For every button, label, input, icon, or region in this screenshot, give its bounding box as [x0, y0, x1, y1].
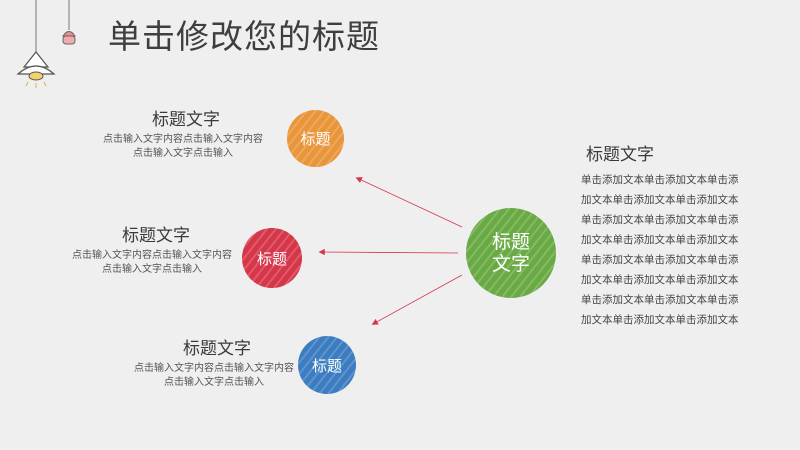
arrow-to-blue — [371, 274, 463, 325]
item-3-badge-label: 标题 — [311, 356, 342, 375]
arrow-to-red — [318, 248, 459, 256]
arrow-to-orange — [355, 177, 463, 228]
center-badge-label: 标题文字 — [491, 231, 530, 275]
hanging-bulb-icon — [62, 0, 76, 45]
center-badge[interactable]: 标题文字 — [466, 208, 556, 298]
item-1-description[interactable]: 点击输入文字内容点击输入文字内容点击输入文字点击输入 — [103, 134, 263, 159]
item-2-title[interactable]: 标题文字 — [122, 226, 190, 246]
right-body-text[interactable]: 单击添加文本单击添加文本单击添加文本单击添加文本单击添加文本单击添加文本单击添加… — [581, 174, 739, 326]
item-1-title[interactable]: 标题文字 — [152, 110, 220, 130]
item-3-description[interactable]: 点击输入文字内容点击输入文字内容点击输入文字点击输入 — [134, 363, 294, 388]
item-1-badge[interactable]: 标题 — [287, 110, 344, 167]
hanging-lamp-icon — [16, 0, 56, 88]
item-1-badge-label: 标题 — [300, 130, 331, 148]
item-3-badge[interactable]: 标题 — [298, 336, 356, 394]
item-3-title[interactable]: 标题文字 — [183, 339, 251, 359]
hanging-lamps-decoration — [16, 0, 76, 88]
item-2-description[interactable]: 点击输入文字内容点击输入文字内容点击输入文字点击输入 — [72, 250, 232, 275]
page-title[interactable]: 单击修改您的标题 — [108, 17, 380, 56]
right-title[interactable]: 标题文字 — [586, 145, 654, 165]
item-2-badge-label: 标题 — [256, 249, 287, 268]
item-2-badge[interactable]: 标题 — [242, 228, 302, 288]
